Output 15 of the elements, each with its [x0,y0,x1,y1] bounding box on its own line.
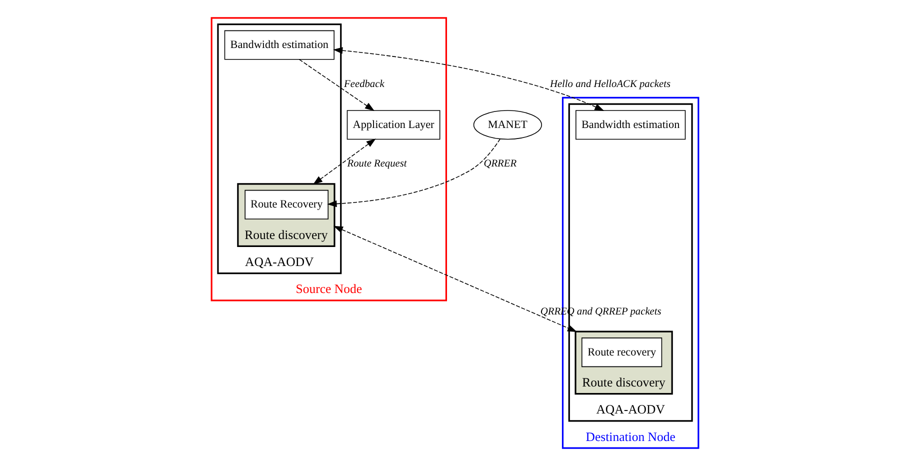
node-box: Route Recovery [244,190,328,220]
node-box: Application Layer [346,110,440,140]
edge-label: Feedback [344,78,384,90]
node-ellipse: MANET [472,110,542,140]
node-box: Bandwidth estimation [575,110,686,140]
arrow [326,138,500,208]
arrow [332,226,577,332]
arrow [312,138,376,185]
node-box: Route recovery [581,338,662,368]
edge-label: QRRER [483,158,516,170]
edge-label: Route Request [346,158,406,170]
edge-label: Hello and HelloACK packets [549,78,670,90]
arrow [298,59,374,112]
node-box: Bandwidth estimation [224,30,334,60]
arrow [332,47,604,111]
